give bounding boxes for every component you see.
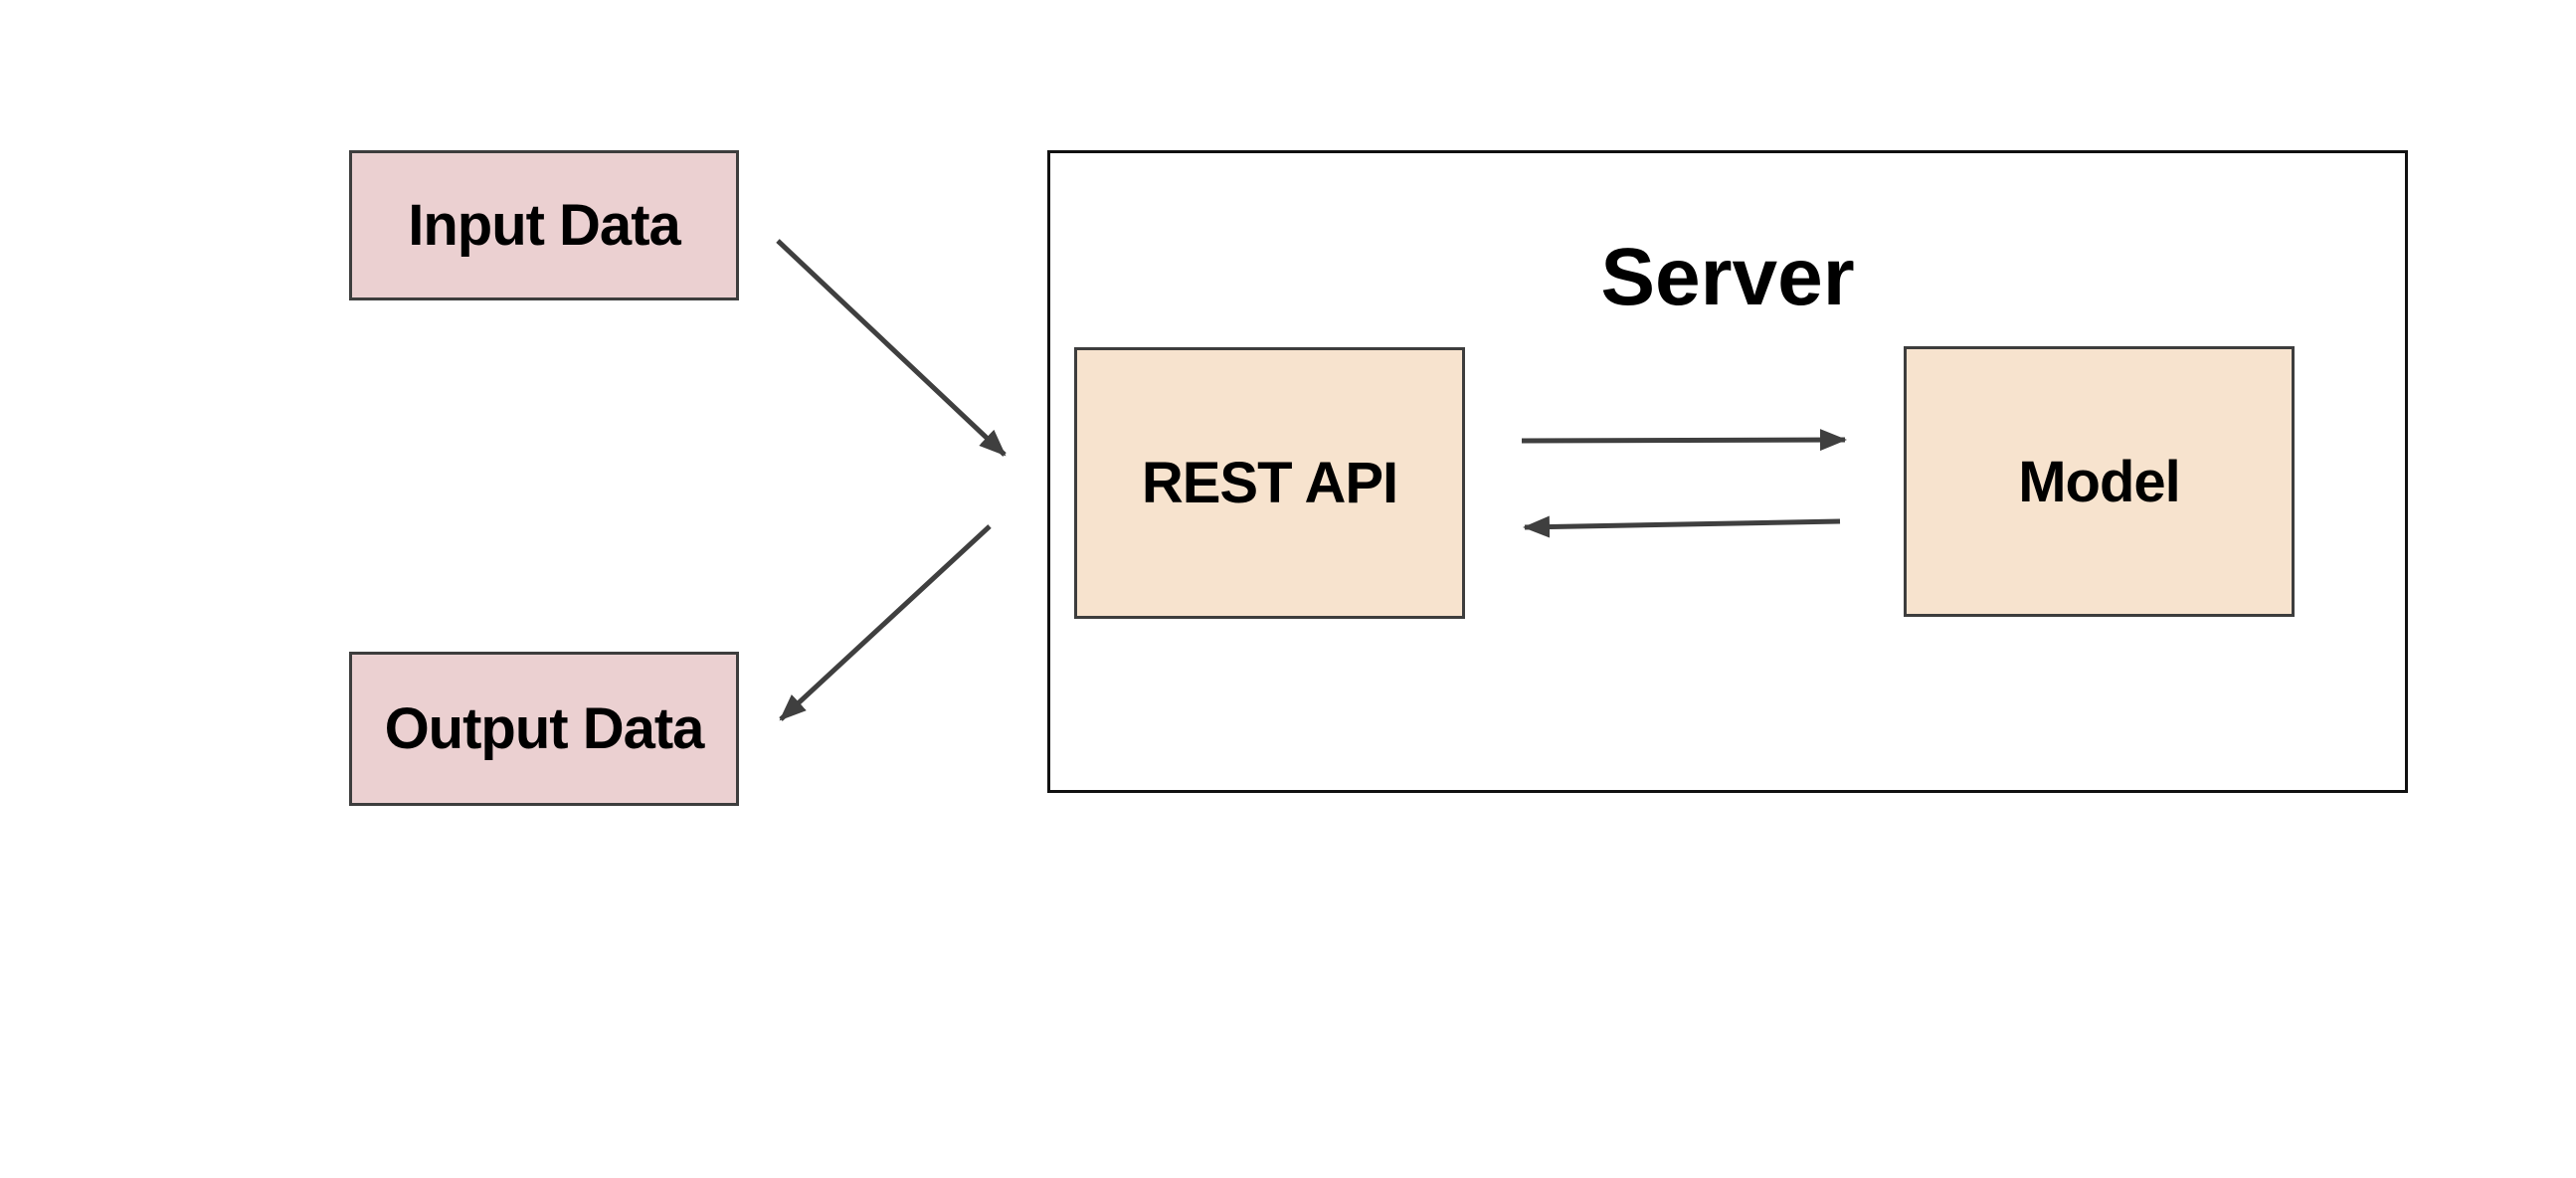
- input-data-label: Input Data: [408, 193, 681, 258]
- output-data-node: Output Data: [349, 652, 739, 806]
- model-label: Model: [2018, 449, 2181, 514]
- rest-api-label: REST API: [1141, 451, 1398, 515]
- server-label: Server: [1600, 232, 1855, 322]
- rest-api-node: REST API: [1074, 347, 1465, 619]
- input-data-node: Input Data: [349, 150, 739, 300]
- model-node: Model: [1904, 346, 2295, 617]
- arrow-input-to-restapi: [776, 239, 1007, 457]
- arrow-restapi-to-output: [779, 524, 992, 721]
- output-data-label: Output Data: [384, 696, 705, 761]
